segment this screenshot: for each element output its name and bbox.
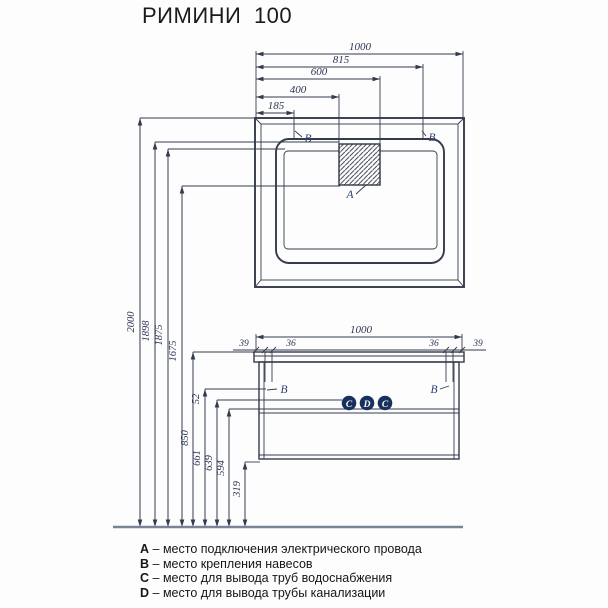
- legend-item-c: C – место для вывода труб водоснабжения: [140, 571, 393, 586]
- pipe-marker-c1: C: [346, 400, 353, 410]
- cabinet-front-view: B B C D C: [253, 351, 465, 460]
- cabinet-marker-b-left: B: [280, 384, 287, 396]
- pipe-marker-c2: C: [382, 400, 389, 410]
- dim-offset-36-right: 36: [428, 339, 439, 349]
- page-title: РИМИНИ 100: [142, 3, 293, 28]
- dim-height-52: 52: [191, 393, 202, 404]
- height-dimensions: 2000 1898 1875 1675 850 52 661 639 594 3…: [126, 117, 342, 527]
- mirror-marker-b-left: B: [304, 133, 311, 145]
- pipe-marker-d: D: [363, 400, 371, 410]
- legend: A – место подключения электрического про…: [140, 542, 422, 601]
- dim-mirror-400: 400: [290, 84, 307, 96]
- dim-height-639: 639: [204, 454, 215, 471]
- dim-height-1898: 1898: [141, 320, 152, 342]
- dim-height-319: 319: [232, 480, 243, 498]
- dim-mirror-1000: 1000: [349, 41, 372, 53]
- mirror-marker-b-right: B: [428, 132, 435, 144]
- legend-item-a: A – место подключения электрического про…: [140, 542, 422, 556]
- mirror-front-view: A B B: [254, 117, 465, 288]
- dim-offset-36-left: 36: [285, 339, 296, 349]
- pipe-outlet-markers: C D C: [341, 395, 393, 411]
- dim-height-2000: 2000: [126, 311, 137, 333]
- cabinet-marker-b-right: B: [430, 384, 437, 396]
- marker-a-label: A: [345, 189, 354, 201]
- cabinet-width-dimensions: 1000 39 36 36 39: [233, 324, 486, 354]
- dim-height-850: 850: [180, 429, 191, 446]
- electrical-connection-area: [338, 143, 381, 186]
- mirror-width-dimensions: 1000 815 600 400 185: [255, 41, 464, 145]
- dim-offset-39-left: 39: [238, 339, 249, 349]
- legend-item-b: B – место крепления навесов: [140, 556, 313, 571]
- dim-height-594: 594: [216, 459, 227, 476]
- dim-mirror-600: 600: [311, 66, 328, 78]
- dim-mirror-185: 185: [268, 100, 285, 112]
- dim-cabinet-1000: 1000: [350, 324, 373, 336]
- dim-offset-39-right: 39: [472, 339, 483, 349]
- dim-height-1875: 1875: [154, 325, 165, 346]
- dim-mirror-815: 815: [333, 54, 350, 66]
- legend-item-d: D – место для вывода трубы канализации: [140, 586, 386, 601]
- dim-height-1675: 1675: [168, 341, 179, 362]
- dim-height-661: 661: [192, 450, 203, 466]
